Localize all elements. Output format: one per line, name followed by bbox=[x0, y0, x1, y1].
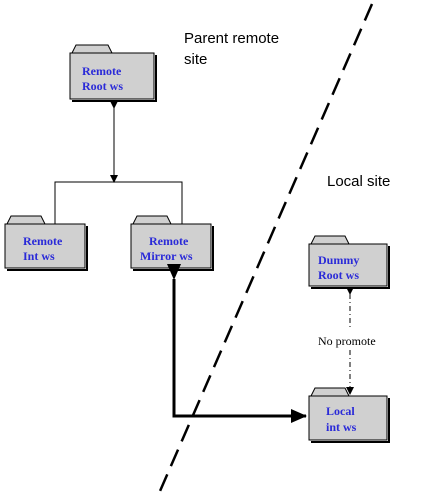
folder-dummy-root[interactable]: Dummy Root ws bbox=[308, 235, 390, 289]
folder-label-line2: Root ws bbox=[318, 268, 359, 282]
folder-icon bbox=[132, 215, 172, 225]
local-site-label: Local site bbox=[327, 173, 390, 190]
folder-label-line1: Remote bbox=[23, 234, 63, 248]
parent-site-label-line1: Parent remote bbox=[184, 30, 279, 47]
folder-remote-mirror[interactable]: Remote Mirror ws bbox=[130, 215, 214, 271]
folder-label-line1: Dummy bbox=[318, 253, 359, 267]
folder-icon bbox=[310, 235, 350, 245]
folder-label-line2: Int ws bbox=[23, 249, 55, 263]
folder-icon bbox=[310, 387, 350, 397]
folder-label-line2: Mirror ws bbox=[140, 249, 193, 263]
tree-branch bbox=[54, 181, 183, 224]
folder-local-int[interactable]: Local int ws bbox=[308, 387, 390, 443]
folder-label-line1: Remote bbox=[149, 234, 189, 248]
parent-site-label-line2: site bbox=[184, 51, 207, 68]
folder-label-line1: Local bbox=[326, 404, 355, 418]
folder-label-line2: Root ws bbox=[82, 79, 123, 93]
folder-icon bbox=[6, 215, 46, 225]
mirror-local-link bbox=[167, 264, 307, 423]
no-promote-label: No promote bbox=[318, 334, 376, 348]
folder-icon bbox=[71, 44, 113, 54]
folder-remote-root[interactable]: Remote Root ws bbox=[69, 44, 157, 102]
folder-remote-int[interactable]: Remote Int ws bbox=[4, 215, 88, 271]
folder-label-line2: int ws bbox=[326, 420, 357, 434]
folder-label-line1: Remote bbox=[82, 64, 122, 78]
